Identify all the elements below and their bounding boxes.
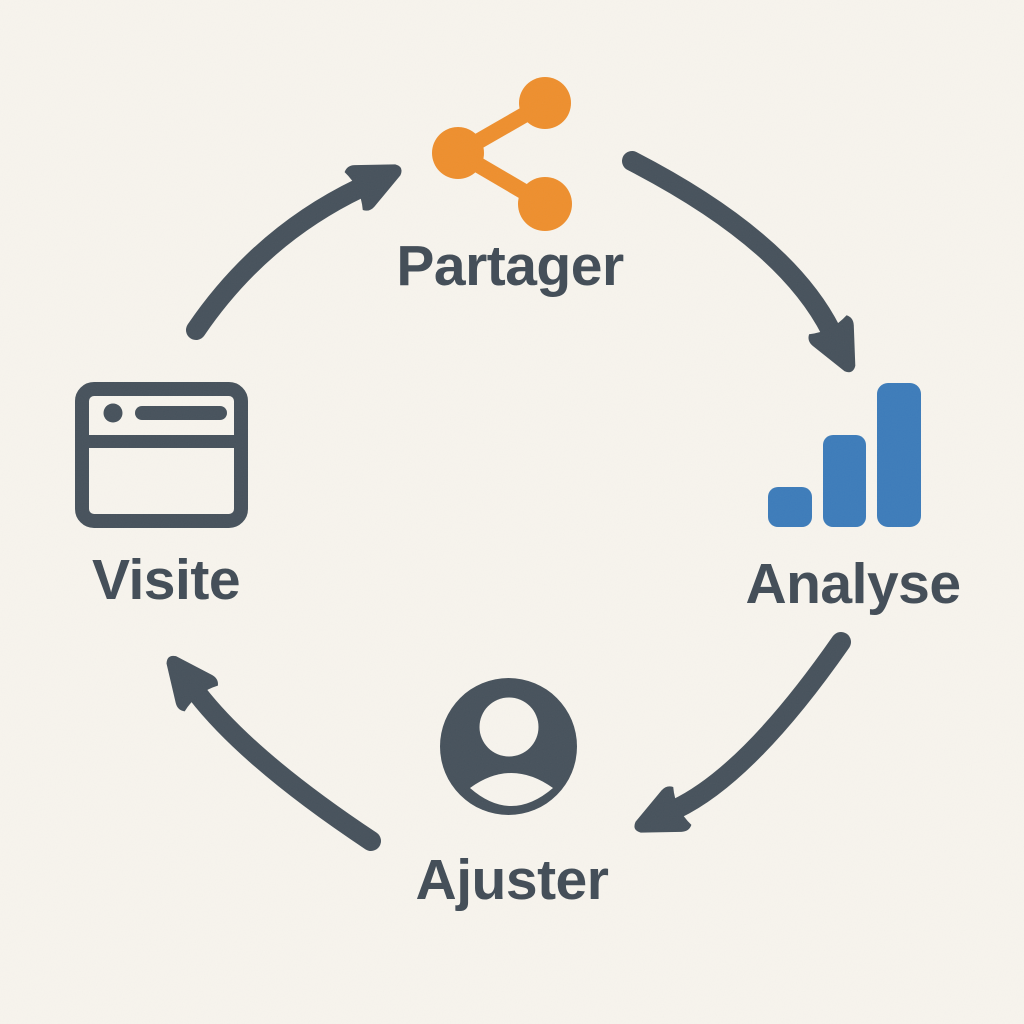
node-label-ajuster: Ajuster [415, 848, 609, 912]
node-label-analyse: Analyse [745, 552, 961, 616]
node-label-visite: Visite [91, 548, 241, 612]
node-label-partager: Partager [396, 234, 624, 298]
